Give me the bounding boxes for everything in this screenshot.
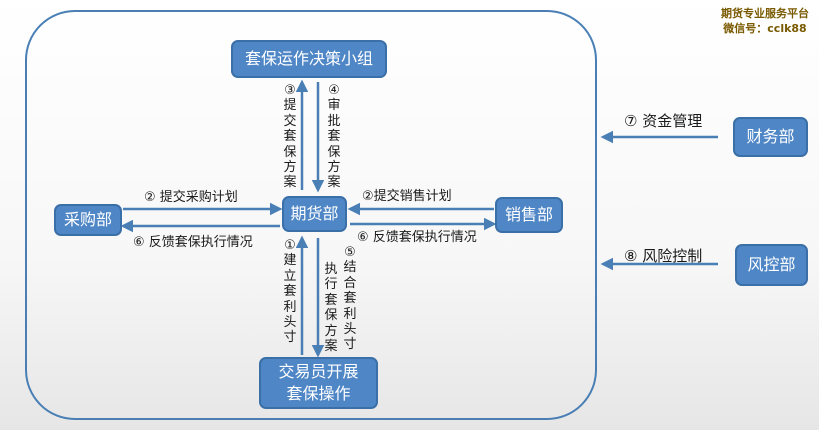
- label-execute-plan: 执行套保方案: [324, 262, 338, 355]
- futures-dept-node[interactable]: 期货部: [282, 196, 347, 232]
- label-submit-purchase: ② 提交采购计划: [144, 190, 238, 205]
- label-risk-ctrl: ⑧ 风险控制: [624, 247, 703, 265]
- label-build-position: ①建立套利头寸: [283, 238, 297, 346]
- decision-group-node[interactable]: 套保运作决策小组: [231, 40, 387, 78]
- brand-line2: 微信号：cclk88: [723, 22, 807, 35]
- finance-dept-node[interactable]: 财务部: [733, 117, 808, 157]
- label-combine-position: ⑤结合套利头寸: [343, 245, 357, 353]
- risk-dept-node[interactable]: 风控部: [735, 244, 808, 286]
- label-approve-plan: ④审批套保方案: [327, 83, 341, 191]
- label-submit-sales: ②提交销售计划: [362, 189, 452, 204]
- label-fund-mgmt: ⑦ 资金管理: [624, 112, 703, 130]
- brand-line1: 期货专业服务平台: [721, 7, 809, 20]
- trader-node-line2: 套保操作: [286, 384, 351, 403]
- label-feedback-right: ⑥ 反馈套保执行情况: [357, 230, 477, 245]
- trader-node[interactable]: 交易员开展 套保操作: [259, 357, 378, 409]
- procurement-dept-node[interactable]: 采购部: [54, 204, 122, 236]
- department-boundary: [25, 10, 597, 420]
- label-feedback-left: ⑥ 反馈套保执行情况: [133, 235, 253, 250]
- trader-node-line1: 交易员开展: [278, 362, 359, 381]
- brand-watermark: 期货专业服务平台 微信号：cclk88: [721, 6, 809, 36]
- sales-dept-node[interactable]: 销售部: [495, 197, 563, 233]
- label-submit-plan: ③提交套保方案: [283, 83, 297, 191]
